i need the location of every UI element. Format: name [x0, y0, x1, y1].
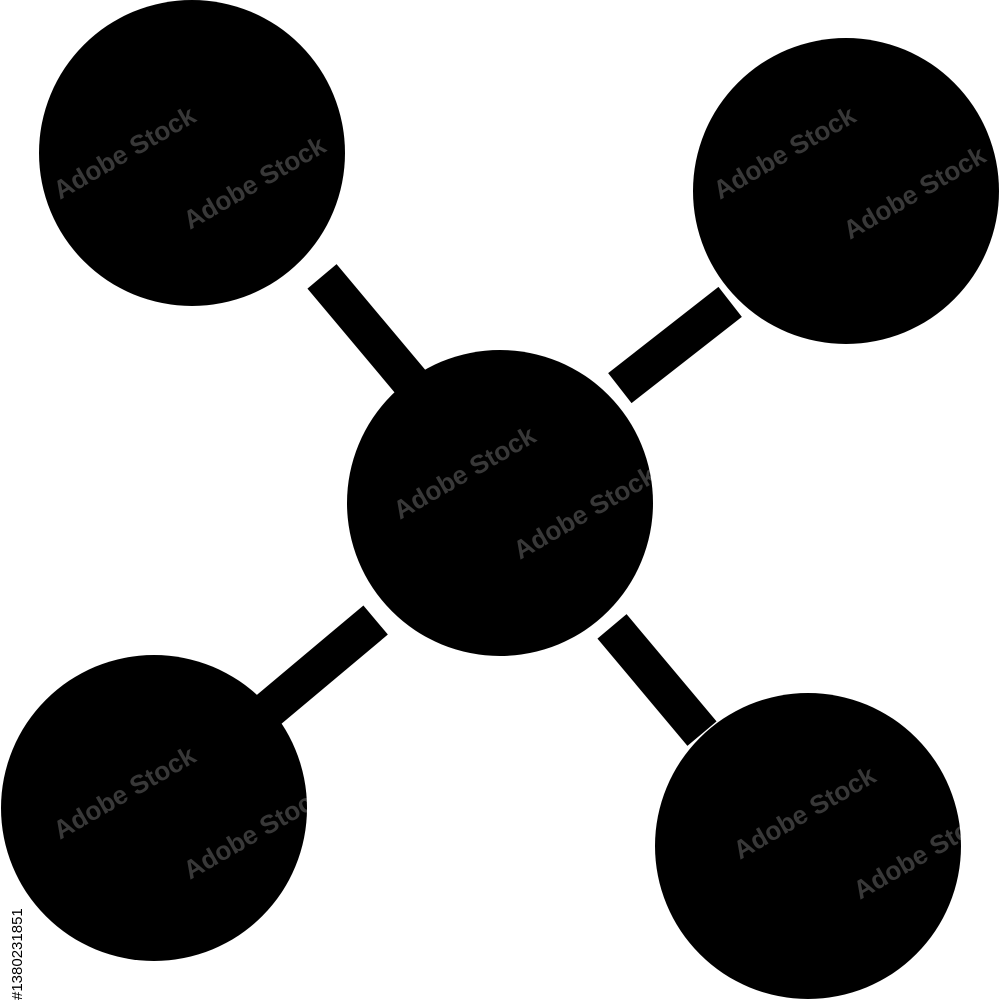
connector-top-right — [608, 286, 742, 404]
node-top-right — [693, 38, 999, 344]
stock-id-text: #1380231851 — [9, 908, 26, 1000]
stock-id-label: #1380231851 — [6, 760, 30, 1000]
connector-top-left — [307, 264, 427, 396]
connector-bottom-right — [597, 614, 717, 746]
node-center — [347, 350, 653, 656]
connector-bottom-left — [256, 605, 388, 725]
node-top-left — [39, 0, 345, 306]
node-bottom-right — [655, 693, 961, 999]
node-bottom-left — [1, 655, 307, 961]
